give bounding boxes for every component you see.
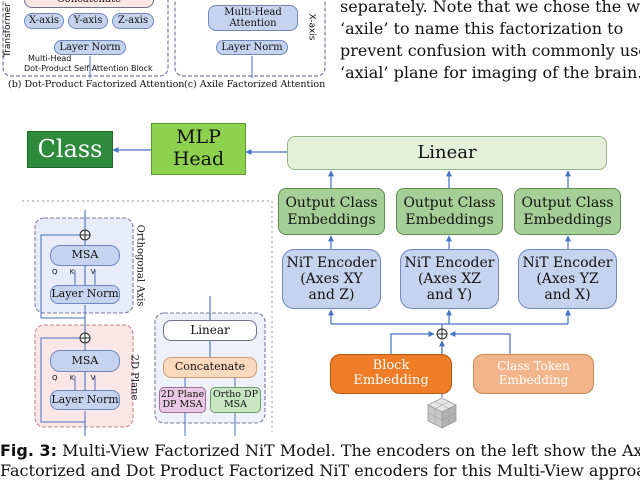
dp-ortho-msa-line2: MSA: [223, 399, 248, 410]
caption-text-line2: Factorized and Dot Product Factorized Ni…: [0, 461, 640, 480]
nit-encoder-line1: NiT Encoder: [404, 254, 495, 271]
axile-layer-norm-upper: Layer Norm: [50, 285, 120, 304]
axile-layer-norm-lower: Layer Norm: [50, 390, 120, 410]
qkv-labels-lower: Q K V: [52, 374, 95, 382]
k-label: K: [69, 268, 75, 276]
nit-encoder-line1: NiT Encoder: [522, 254, 613, 271]
sub-b-vertical-label: Transformer B: [3, 0, 13, 57]
sub-b-layer-norm: Layer Norm: [54, 40, 126, 55]
mlp-head-line1: MLP: [176, 126, 221, 149]
sub-c-layer-norm: Layer Norm: [216, 40, 288, 55]
sub-b-z-axis: Z-axis: [112, 13, 154, 29]
body-paragraph: separately. Note that we chose the word …: [340, 0, 640, 84]
output-embeddings-line2: Embeddings: [523, 211, 612, 228]
nit-encoder-line1: NiT Encoder: [286, 254, 377, 271]
sub-b-x-axis: X-axis: [24, 13, 64, 29]
volume-cube-icon: [427, 397, 457, 429]
block-embedding-line1: Block: [372, 358, 410, 374]
class-token-embedding-box: Class Token Embedding: [473, 354, 594, 394]
sub-c-mha: Multi-Head Attention: [208, 5, 298, 31]
axile-msa-upper: MSA: [50, 245, 120, 266]
v-label: V: [90, 374, 96, 382]
output-embeddings-line1: Output Class: [521, 195, 614, 212]
mlp-head-box: MLP Head: [151, 123, 246, 175]
sub-b-block-label: Dot-Product Self Attention Block: [24, 64, 153, 73]
v-label: V: [90, 268, 96, 276]
paragraph-line: ‘axile’ to name this factorization to: [340, 19, 624, 38]
mlp-head-line2: Head: [172, 148, 225, 170]
dp-ortho-msa-box: Ortho DP MSA: [210, 387, 261, 413]
nit-encoder-line2: (Axes XZ: [417, 270, 482, 287]
sub-c-mha-line1: Multi-Head: [224, 6, 282, 18]
figure-caption: Fig. 3: Multi-View Factorized NiT Model.…: [0, 441, 640, 481]
nit-encoder-line3: and X): [544, 287, 591, 304]
paragraph-line: prevent confusion with commonly used: [340, 41, 640, 60]
q-label: Q: [52, 268, 58, 276]
nit-encoder-box: NiT Encoder (Axes XZ and Y): [400, 249, 499, 309]
dp-ortho-msa-line1: Ortho DP: [212, 389, 258, 401]
nit-encoder-box: NiT Encoder (Axes XY and Z): [282, 249, 381, 309]
output-embeddings-box: Output Class Embeddings: [396, 188, 503, 235]
orthogonal-axis-label: Orthogonal Axis: [134, 224, 146, 307]
output-embeddings-line1: Output Class: [403, 195, 496, 212]
class-token-line2: Embedding: [498, 373, 569, 387]
block-embedding-box: Block Embedding: [330, 354, 452, 394]
dp-concatenate-box: Concatenate: [163, 357, 257, 378]
sub-b-concatenate: Concatenate: [24, 0, 154, 8]
output-embeddings-box: Output Class Embeddings: [514, 188, 621, 235]
caption-text-line1: Multi-View Factorized NiT Model. The enc…: [57, 441, 640, 460]
sub-c-mha-line2: Attention: [229, 18, 277, 29]
paragraph-line: separately. Note that we chose the word: [340, 0, 640, 16]
nit-encoder-line3: and Z): [308, 287, 355, 304]
block-embedding-line2: Embedding: [353, 373, 429, 388]
sub-b-multi-head: Multi-Head: [28, 54, 72, 63]
output-embeddings-box: Output Class Embeddings: [278, 188, 385, 235]
sub-c-caption: (c) Axile Factorized Attention: [184, 79, 326, 90]
caption-line1: Fig. 3: Multi-View Factorized NiT Model.…: [0, 441, 640, 461]
class-output-box: Class: [27, 131, 113, 168]
output-embeddings-line1: Output Class: [285, 195, 378, 212]
nit-encoder-line2: (Axes XY: [300, 270, 363, 287]
output-embeddings-line2: Embeddings: [287, 211, 376, 228]
nit-encoder-line2: (Axes YZ: [536, 270, 599, 287]
sub-c-vertical-label: X-axis: [306, 13, 317, 41]
sub-b-caption: (b) Dot-Product Factorized Attention: [8, 79, 185, 90]
class-token-line1: Class Token: [497, 359, 570, 374]
dp-plane-msa-line2: DP MSA: [162, 399, 203, 410]
output-embeddings-line2: Embeddings: [405, 211, 494, 228]
paragraph-line: ‘axial’ plane for imaging of the brain.: [340, 63, 640, 82]
sub-b-y-axis: Y-axis: [68, 13, 108, 29]
dp-plane-msa-box: 2D Plane DP MSA: [159, 387, 206, 413]
q-label: Q: [52, 374, 58, 382]
caption-label: Fig. 3:: [0, 441, 58, 460]
dp-plane-msa-line1: 2D Plane: [160, 389, 205, 401]
plane-label: 2D Plane: [128, 354, 140, 401]
qkv-labels-upper: Q K V: [52, 268, 95, 276]
dp-linear-box: Linear: [163, 320, 257, 341]
nit-encoder-line3: and Y): [426, 287, 473, 304]
k-label: K: [69, 374, 75, 382]
nit-encoder-box: NiT Encoder (Axes YZ and X): [518, 249, 617, 309]
axile-msa-lower: MSA: [50, 350, 120, 372]
linear-box: Linear: [287, 136, 607, 170]
